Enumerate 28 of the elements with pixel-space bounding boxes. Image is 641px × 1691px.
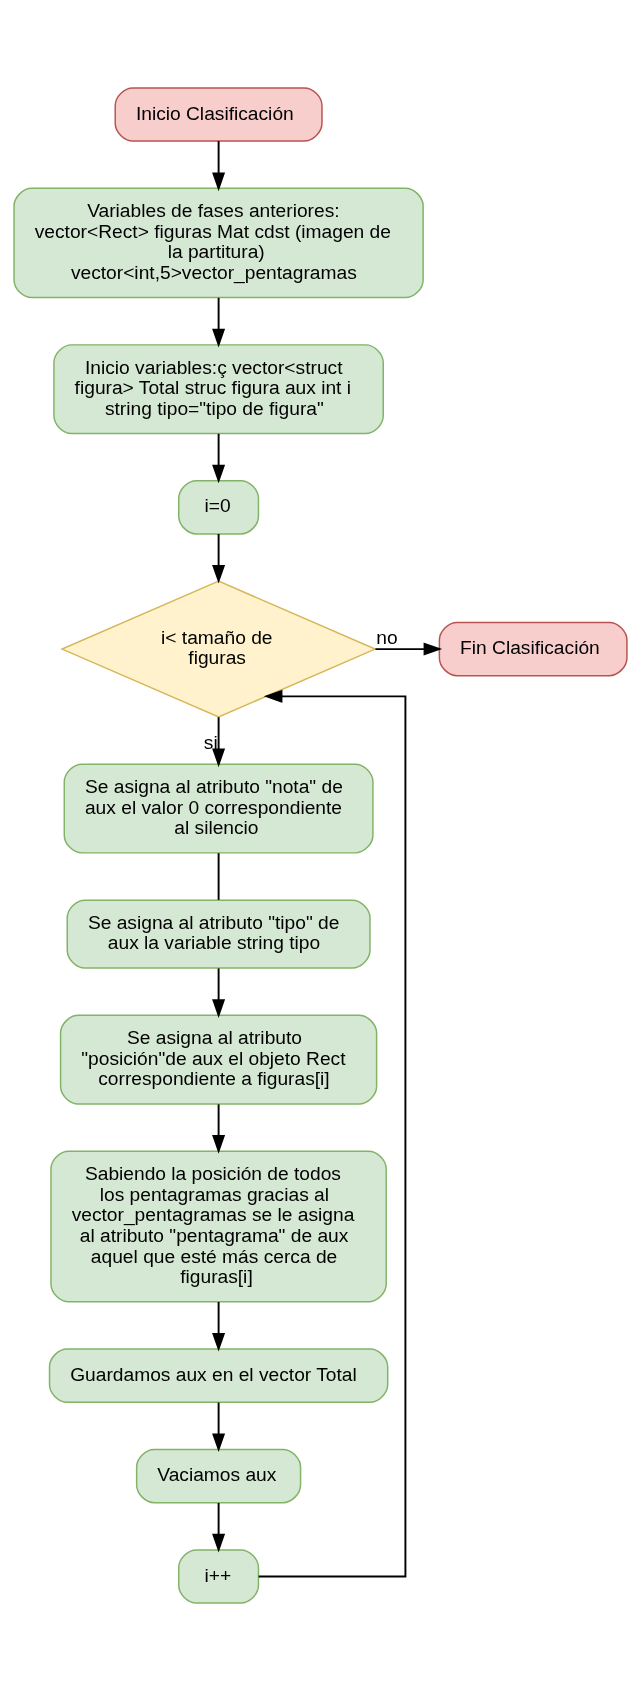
edge-label: no	[376, 626, 398, 648]
node-box: Se asigna al atributo "tipo" de aux la variable string tipo	[66, 899, 371, 969]
node-box: Sabiendo la posición de todos los pentagramas gracias al vector_pentagramas se le asigna al atributo "pentagrama" de aux aquel que esté más cerca de figuras[i]	[50, 1150, 387, 1303]
node-diamond: i< tamaño de figuras	[60, 580, 377, 718]
arrow	[212, 296, 226, 348]
node-box: i=0	[178, 480, 260, 535]
edge-label: si	[203, 731, 218, 753]
node-box: i++	[178, 1549, 260, 1604]
arrow	[257, 689, 407, 1578]
arrow	[212, 432, 226, 484]
arrow	[212, 1502, 226, 1553]
arrow	[212, 140, 226, 192]
node-box: Fin Clasificación	[438, 621, 628, 677]
node-box: Vaciamos aux	[135, 1448, 302, 1504]
arrow	[374, 642, 443, 656]
arrow	[212, 1301, 226, 1352]
node-box: Inicio variables:ç vector<struct figura> Total struc figura aux int i string tipo="tipo de figura"	[53, 344, 384, 435]
connector	[217, 852, 220, 901]
node-box: Se asigna al atributo "posición"de aux el objeto Rect correspondiente a figuras[i]	[59, 1014, 378, 1105]
node-box: Se asigna al atributo "nota" de aux el valor 0 correspondiente al silencio	[63, 763, 374, 854]
arrow	[212, 533, 226, 584]
node-box: Guardamos aux en el vector Total	[48, 1348, 389, 1403]
node-box: Inicio Clasificación	[114, 87, 323, 142]
arrow	[212, 967, 226, 1018]
arrow	[212, 716, 226, 768]
arrow	[212, 1103, 226, 1154]
node-box: Variables de fases anteriores: vector<Rect> figuras Mat cdst (imagen de la partitura) vector<int,5>vector_pentagramas	[13, 187, 424, 299]
arrow	[212, 1401, 226, 1452]
